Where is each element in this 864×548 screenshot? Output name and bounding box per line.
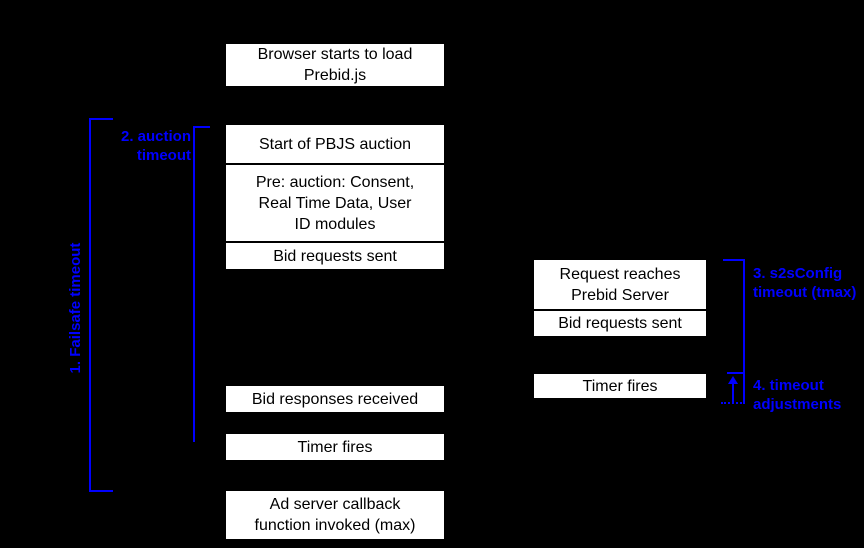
s2s-timeout-label: 3. s2sConfig timeout (tmax) xyxy=(753,265,857,301)
timeout-adjustments-arrow-shaft xyxy=(732,383,734,403)
box-ad-server-callback: Ad server callback function invoked (max… xyxy=(225,490,445,540)
failsafe-bracket-line xyxy=(89,118,91,492)
failsafe-bracket-bottom-tick xyxy=(89,490,113,492)
box-timer-fires-left: Timer fires xyxy=(225,433,445,461)
s2s-bracket-top-tick xyxy=(723,259,745,261)
auction-bracket-top-tick xyxy=(193,126,210,128)
auction-timeout-label: 2. auction timeout xyxy=(120,128,191,164)
timeout-adjustments-dotted-line xyxy=(721,402,745,404)
box-start-pbjs-auction: Start of PBJS auction xyxy=(225,124,445,164)
box-bid-responses-received: Bid responses received xyxy=(225,385,445,413)
box-bid-requests-sent-left: Bid requests sent xyxy=(225,242,445,270)
box-browser-starts-load: Browser starts to load Prebid.js xyxy=(225,43,445,87)
box-timer-fires-right: Timer fires xyxy=(533,373,707,399)
s2s-bracket-mid-tick xyxy=(727,372,745,374)
timeout-adjustments-arrow-up-icon xyxy=(728,376,738,384)
failsafe-bracket-top-tick xyxy=(89,118,113,120)
timeout-adjustments-label: 4. timeout adjustments xyxy=(753,377,842,413)
box-pre-auction-modules: Pre: auction: Consent, Real Time Data, U… xyxy=(225,164,445,242)
auction-bracket-line xyxy=(193,126,195,442)
s2s-bracket-line xyxy=(743,259,745,404)
box-request-reaches-prebid-server: Request reaches Prebid Server xyxy=(533,259,707,310)
box-bid-requests-sent-right: Bid requests sent xyxy=(533,310,707,337)
failsafe-timeout-label: 1. Failsafe timeout xyxy=(67,242,84,374)
